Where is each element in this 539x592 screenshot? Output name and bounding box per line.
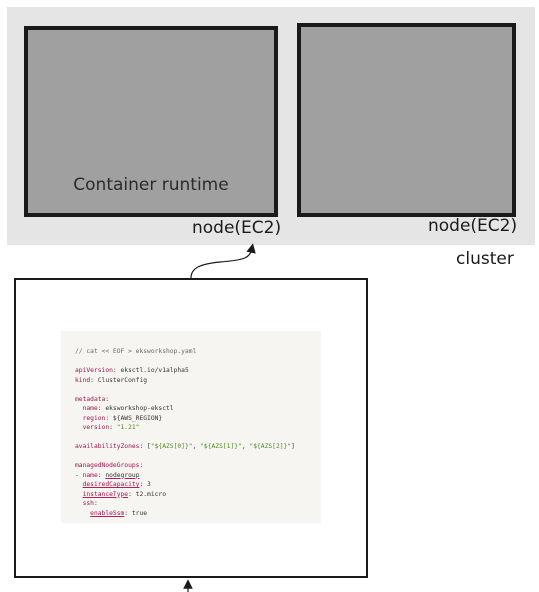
- code-token: version: [75, 424, 110, 431]
- code-token: :: [97, 471, 106, 479]
- code-token: ]: [291, 443, 295, 450]
- code-token: ,: [192, 443, 201, 450]
- code-token: : true: [124, 509, 148, 517]
- code-line: region: ${AWS_REGION}: [75, 414, 307, 424]
- code-token: kind: [75, 376, 91, 384]
- code-token: : [: [139, 443, 151, 450]
- code-line: enableSsm: true: [75, 509, 307, 519]
- node-label-1: node(EC2): [192, 218, 282, 238]
- code-token: region: [75, 414, 106, 422]
- code-line: // cat << EOF > eksworkshop.yaml: [75, 347, 307, 357]
- code-token: -: [75, 471, 83, 479]
- code-token: :: [105, 395, 110, 403]
- code-token: apiVersion: [75, 367, 113, 374]
- code-token: : ${AWS_REGION}: [105, 414, 163, 422]
- code-token: name: [82, 471, 98, 479]
- code-token: :: [93, 500, 98, 507]
- code-token: : 3: [139, 481, 151, 488]
- code-line: [75, 357, 307, 367]
- code-line: version: "1.21": [75, 423, 307, 433]
- code-line: desiredCapacity: 3: [75, 480, 307, 490]
- code-line: [75, 452, 307, 462]
- code-line: metadata:: [75, 395, 307, 405]
- cluster-label: cluster: [456, 249, 514, 269]
- code-token: :: [109, 424, 117, 431]
- code-token: name: [75, 405, 98, 412]
- code-token: [75, 491, 83, 498]
- code-token: [75, 481, 83, 488]
- code-token: ,: [241, 443, 250, 450]
- code-token: desiredCapacity: [82, 481, 140, 488]
- container-runtime-label: Container runtime: [73, 175, 229, 195]
- code-token: instanceType: [82, 490, 129, 498]
- code-token: : eksworkshop-eksctl: [97, 405, 174, 412]
- code-snippet: // cat << EOF > eksworkshop.yaml apiVersi…: [61, 331, 321, 523]
- code-line: [75, 385, 307, 395]
- code-line: instanceType: t2.micro: [75, 490, 307, 500]
- code-token: : t2.micro: [128, 490, 167, 498]
- code-line: name: eksworkshop-eksctl: [75, 404, 307, 414]
- code-line: - name: nodegroup: [75, 471, 307, 481]
- code-token: nodegroup: [105, 471, 140, 479]
- code-line: managedNodeGroups:: [75, 461, 307, 471]
- node-ec2-2: [297, 23, 516, 217]
- code-token: ssh: [75, 500, 94, 507]
- code-line: availabilityZones: ["${AZS[0]}", "${AZS[…: [75, 442, 307, 452]
- code-token: "${AZS[2]}": [249, 443, 292, 450]
- code-token: metadata: [75, 395, 106, 403]
- node-label-2: node(EC2): [428, 216, 518, 236]
- code-token: "${AZS[0]}": [150, 443, 193, 450]
- code-token: availabilityZones: [75, 443, 140, 450]
- code-token: // cat << EOF > eksworkshop.yaml: [75, 348, 197, 355]
- code-line: [75, 433, 307, 443]
- code-token: [75, 510, 90, 517]
- code-token: : eksctl.io/v1alpha5: [112, 367, 189, 374]
- code-token: "${AZS[1]}": [200, 443, 242, 450]
- code-line: ssh:: [75, 499, 307, 509]
- code-token: :: [139, 462, 144, 469]
- arrow-to-node: [190, 243, 256, 279]
- code-token: managedNodeGroups: [75, 462, 140, 469]
- code-line: apiVersion: eksctl.io/v1alpha5: [75, 366, 307, 376]
- code-token: : ClusterConfig: [90, 376, 148, 384]
- code-token: "1.21": [116, 424, 140, 431]
- node-ec2-1: Container runtime: [24, 26, 278, 217]
- code-token: enableSsm: [90, 509, 125, 517]
- code-line: kind: ClusterConfig: [75, 376, 307, 386]
